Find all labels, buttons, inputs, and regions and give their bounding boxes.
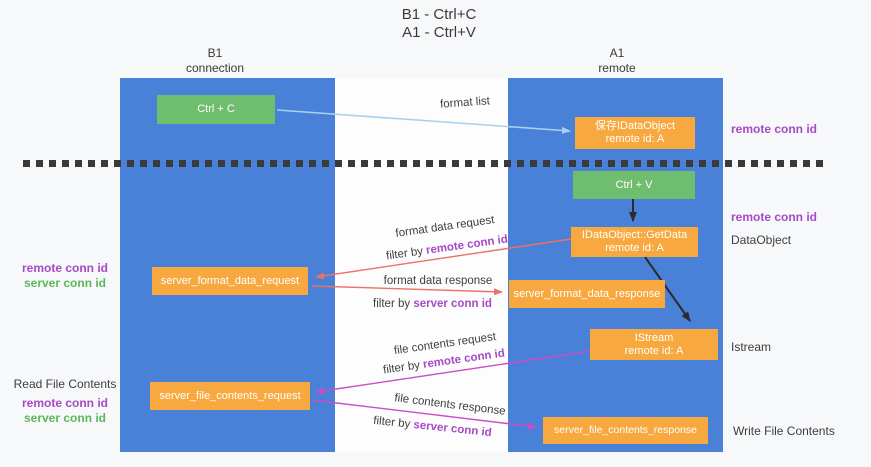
- save-dataobject-line2: remote id: A: [605, 133, 665, 145]
- server-file-contents-request-label: server_file_contents_request: [159, 389, 301, 402]
- left-file-conn-labels: Read File Contents remote conn id server…: [10, 377, 120, 426]
- remote-conn-id-label: remote conn id: [731, 122, 818, 136]
- istream-line1: IStream: [634, 331, 674, 344]
- write-file-contents-label: Write File Contents: [733, 424, 835, 438]
- format-data-response-filter-label: filter by server conn id: [350, 298, 515, 310]
- left-column-role: connection: [185, 61, 245, 75]
- server-conn-id-label: server conn id: [23, 276, 107, 290]
- server-format-data-request-box: server_format_data_request: [152, 267, 308, 295]
- ctrl-c-label: Ctrl + C: [197, 103, 235, 115]
- istream-line2: remote id: A: [624, 344, 684, 357]
- filter-key-server-conn-id: server conn id: [413, 298, 492, 310]
- read-file-contents-label: Read File Contents: [13, 377, 117, 391]
- server-format-data-response-label: server_format_data_response: [513, 287, 661, 300]
- title-line-2: A1 - Ctrl+V: [402, 24, 476, 41]
- ctrl-v-label: Ctrl + V: [615, 178, 653, 191]
- left-column-name: B1: [207, 46, 223, 60]
- server-format-data-request-label: server_format_data_request: [160, 274, 300, 287]
- left-column-header: B1 connection: [150, 46, 280, 76]
- istream-box: IStream remote id: A: [590, 329, 718, 360]
- save-dataobject-line1: 保存IDataObject: [594, 120, 676, 132]
- remote-conn-id-label: remote conn id: [21, 261, 108, 275]
- ctrl-v-box: Ctrl + V: [573, 171, 695, 199]
- dashed-separator-line: [23, 160, 826, 167]
- right-column-role: remote: [598, 61, 636, 75]
- getdata-line2: remote id: A: [605, 242, 664, 254]
- format-data-response-label: format data response: [383, 275, 493, 287]
- left-format-conn-labels: remote conn id server conn id: [15, 261, 115, 291]
- right-column-header: A1 remote: [552, 46, 682, 76]
- save-dataobject-box: 保存IDataObject remote id: A: [575, 117, 695, 149]
- getdata-box: IDataObject::GetData remote id: A: [571, 227, 698, 257]
- filter-by-text: filter by: [373, 298, 414, 310]
- dataobject-label: DataObject: [731, 233, 792, 247]
- server-file-contents-response-label: server_file_contents_response: [553, 424, 697, 436]
- server-format-data-response-box: server_format_data_response: [509, 280, 665, 308]
- istream-label: Istream: [731, 340, 772, 354]
- server-file-contents-request-box: server_file_contents_request: [150, 382, 310, 410]
- title-line-1: B1 - Ctrl+C: [401, 6, 477, 23]
- server-conn-id-label: server conn id: [23, 411, 107, 425]
- server-file-contents-response-box: server_file_contents_response: [543, 417, 708, 444]
- right-column-name: A1: [609, 46, 625, 60]
- ctrl-c-box: Ctrl + C: [157, 95, 275, 124]
- remote-conn-id-label: remote conn id: [21, 396, 108, 410]
- diagram-title: B1 - Ctrl+C A1 - Ctrl+V: [334, 6, 544, 42]
- remote-conn-id-label: remote conn id: [731, 210, 818, 224]
- getdata-line1: IDataObject::GetData: [581, 229, 688, 241]
